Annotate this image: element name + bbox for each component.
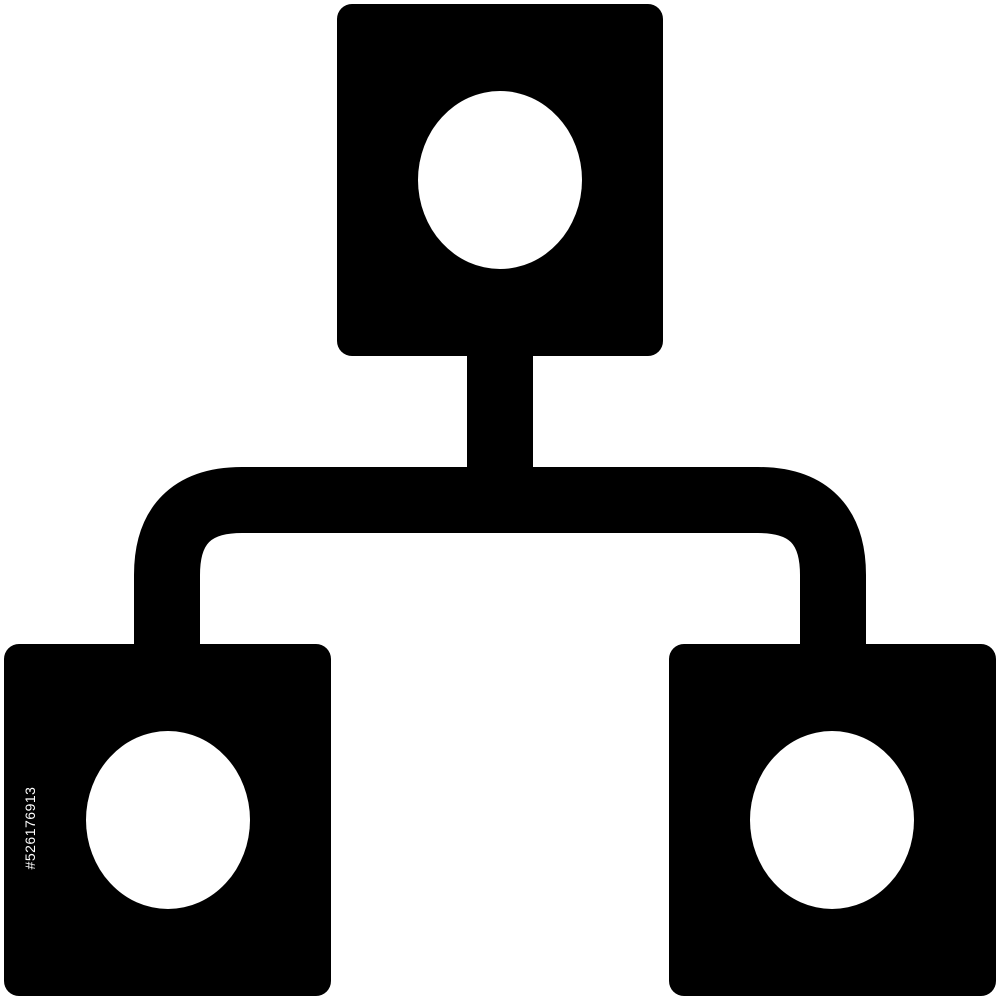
- trunk-connector: [467, 350, 533, 472]
- branch-connector: [134, 467, 866, 650]
- bottom-left-node-circle: [86, 731, 250, 909]
- connector-lines: [134, 350, 866, 650]
- bottom-right-node-circle: [750, 731, 914, 909]
- top-node-circle: [418, 91, 582, 269]
- bottom-left-node: [4, 644, 331, 996]
- bottom-right-node: [669, 644, 996, 996]
- top-node: [337, 4, 663, 356]
